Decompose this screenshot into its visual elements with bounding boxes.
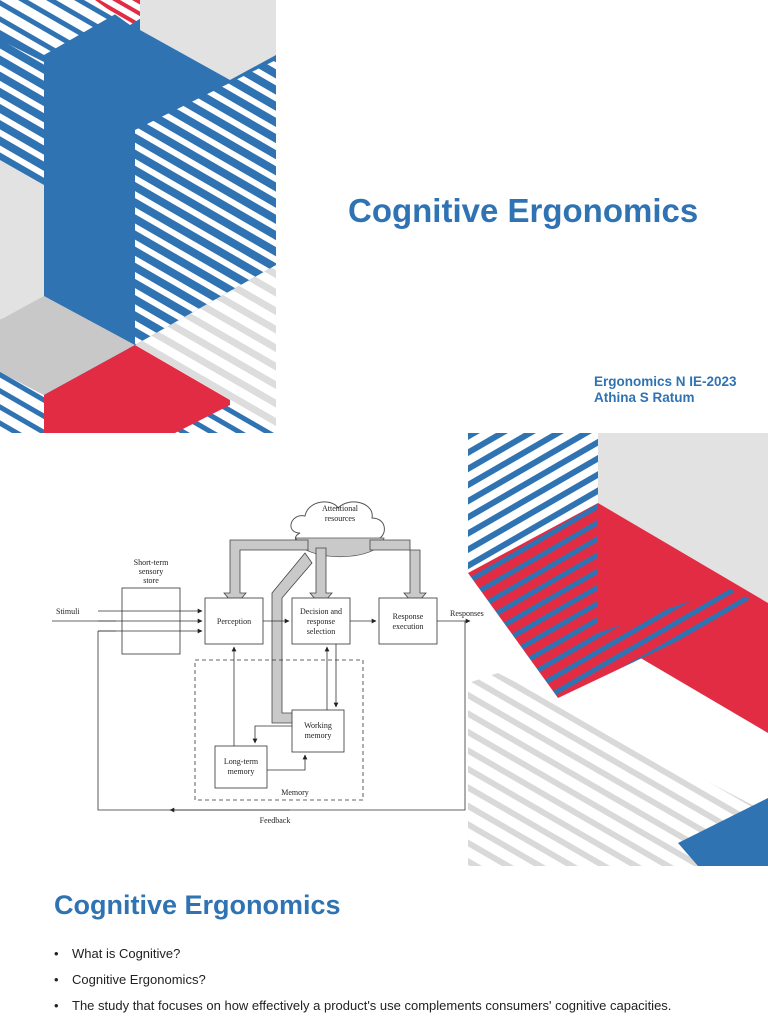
bullet-item: The study that focuses on how effectivel… <box>52 998 692 1014</box>
attention-arrow-execution <box>369 539 427 607</box>
attentional-label-1: Attentional <box>322 504 359 513</box>
decision-label-1: Decision and <box>300 607 342 616</box>
sensory-label-1: Short-term <box>134 558 169 567</box>
attentional-label-2: resources <box>325 514 355 523</box>
perception-label: Perception <box>217 617 251 626</box>
geometric-decoration <box>0 0 276 433</box>
attention-arrow-decision <box>309 547 333 607</box>
memory-label: Memory <box>281 788 309 797</box>
slide-title: Cognitive Ergonomics <box>348 192 699 229</box>
content-slide: Cognitive Ergonomics What is Cognitive? … <box>0 866 768 1024</box>
author-name: Athina S Ratum <box>594 390 695 405</box>
bullet-list: What is Cognitive? Cognitive Ergonomics?… <box>52 946 692 1024</box>
decision-label-2: response <box>307 617 335 626</box>
course-code: Ergonomics N IE-2023 <box>594 374 737 389</box>
longterm-label-2: memory <box>228 767 255 776</box>
longterm-label-1: Long-term <box>224 757 259 766</box>
geometric-decoration <box>468 433 768 866</box>
working-label-1: Working <box>304 721 332 730</box>
response-label-1: Response <box>393 612 424 621</box>
feedback-label: Feedback <box>260 816 291 825</box>
decision-label-3: selection <box>307 627 335 636</box>
response-label-2: execution <box>392 622 423 631</box>
bullet-item: What is Cognitive? <box>52 946 692 962</box>
working-label-2: memory <box>305 731 332 740</box>
responses-label: Responses <box>450 609 484 618</box>
sensory-label-3: store <box>143 576 159 585</box>
information-processing-diagram: Attentional resources Short-term sensory… <box>52 501 484 825</box>
diagram-slide: Attentional resources Short-term sensory… <box>0 433 768 866</box>
sensory-label-2: sensory <box>139 567 163 576</box>
bullet-item: Cognitive Ergonomics? <box>52 972 692 988</box>
slide-title: Cognitive Ergonomics <box>54 890 341 920</box>
stimuli-label: Stimuli <box>56 607 80 616</box>
title-slide: Cognitive Ergonomics Ergonomics N IE-202… <box>0 0 768 433</box>
